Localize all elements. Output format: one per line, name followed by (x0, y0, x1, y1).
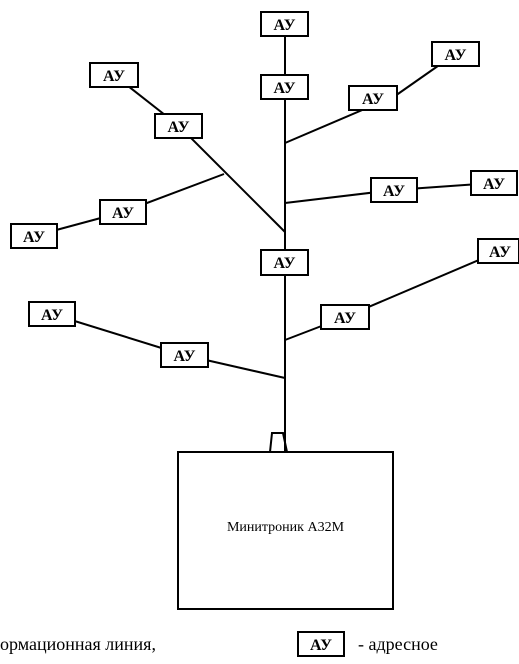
device-label: АУ (103, 68, 125, 85)
device-box: АУ (260, 74, 309, 100)
caption: ормационная линия, АУ - адресное (0, 631, 438, 657)
device-label: АУ (168, 119, 190, 136)
device-label: АУ (383, 183, 405, 200)
device-label: АУ (274, 80, 296, 97)
legend-device-label: АУ (310, 637, 332, 654)
device-label: АУ (274, 255, 296, 272)
device-label: АУ (362, 91, 384, 108)
device-box: АУ (260, 249, 309, 276)
device-box: АУ (260, 11, 309, 37)
device-box: АУ (28, 301, 76, 327)
device-label: АУ (274, 17, 296, 34)
device-label: АУ (445, 47, 467, 64)
device-label: АУ (41, 307, 63, 324)
device-box: АУ (160, 342, 209, 368)
device-label: АУ (334, 310, 356, 327)
device-label: АУ (23, 229, 45, 246)
device-box: АУ (431, 41, 480, 67)
device-box: АУ (99, 199, 147, 225)
device-box: АУ (348, 85, 398, 111)
device-box: АУ (320, 304, 370, 330)
device-label: АУ (112, 205, 134, 222)
device-box: АУ (10, 223, 58, 249)
branch-line (178, 125, 286, 233)
legend-device-box (297, 631, 345, 657)
device-label: АУ (489, 244, 511, 261)
caption-right-text: - адресное (358, 634, 438, 654)
device-box: АУ (470, 170, 518, 196)
controller-label: Минитроник А32М (227, 520, 345, 535)
addressable-devices: АУ АУ АУ АУ АУ АУ АУ АУ (10, 11, 519, 368)
device-label: АУ (483, 176, 505, 193)
device-box: АУ (89, 62, 139, 88)
device-box: АУ (370, 177, 418, 203)
controller-box: Минитроник А32М (177, 451, 394, 610)
device-box: АУ (477, 238, 519, 264)
device-box: АУ (154, 113, 203, 139)
caption-left-text: ормационная линия, (0, 634, 156, 654)
line-connector (269, 432, 288, 453)
branch-line (344, 250, 501, 318)
device-label: АУ (174, 348, 196, 365)
